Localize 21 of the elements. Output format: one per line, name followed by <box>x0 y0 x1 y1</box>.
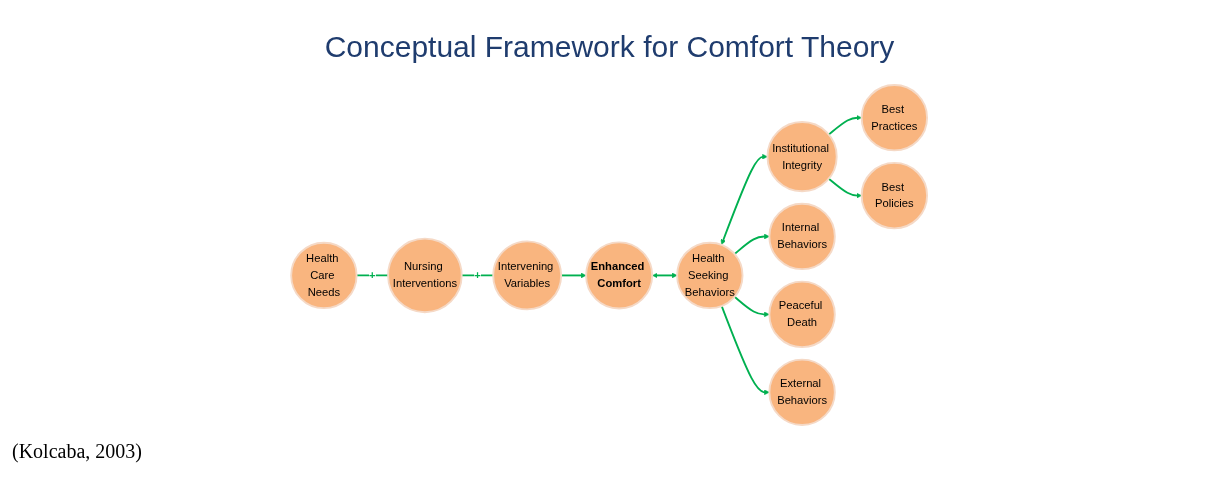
node-circle: Nursing Interventions <box>387 237 463 314</box>
arrow <box>828 114 863 136</box>
edge-label: + <box>474 268 482 282</box>
node-circle: Health Care Needs <box>290 241 358 310</box>
node-circle: Intervening Variables <box>492 240 563 311</box>
node-circle: Best Practices <box>861 84 929 152</box>
citation-caption: (Kolcaba, 2003) <box>12 440 142 463</box>
node-circle: Internal Behaviors <box>768 202 837 271</box>
node-circle: External Behaviors <box>768 358 837 426</box>
arrow <box>828 177 863 199</box>
node-circle: Peaceful Death <box>768 280 837 349</box>
node-circle: Institutional Integrity <box>766 121 838 193</box>
node-circle: Enhanced Comfort <box>585 241 654 310</box>
arrow <box>721 305 770 396</box>
node-circle: Health Seeking Behaviors <box>676 241 744 310</box>
diagram-title: Conceptual Framework for Comfort Theory <box>323 30 896 64</box>
arrow <box>734 233 770 255</box>
edge-label: + <box>369 268 377 282</box>
arrow <box>734 295 770 318</box>
arrow <box>652 272 678 279</box>
node-circle: Best Policies <box>861 161 929 230</box>
